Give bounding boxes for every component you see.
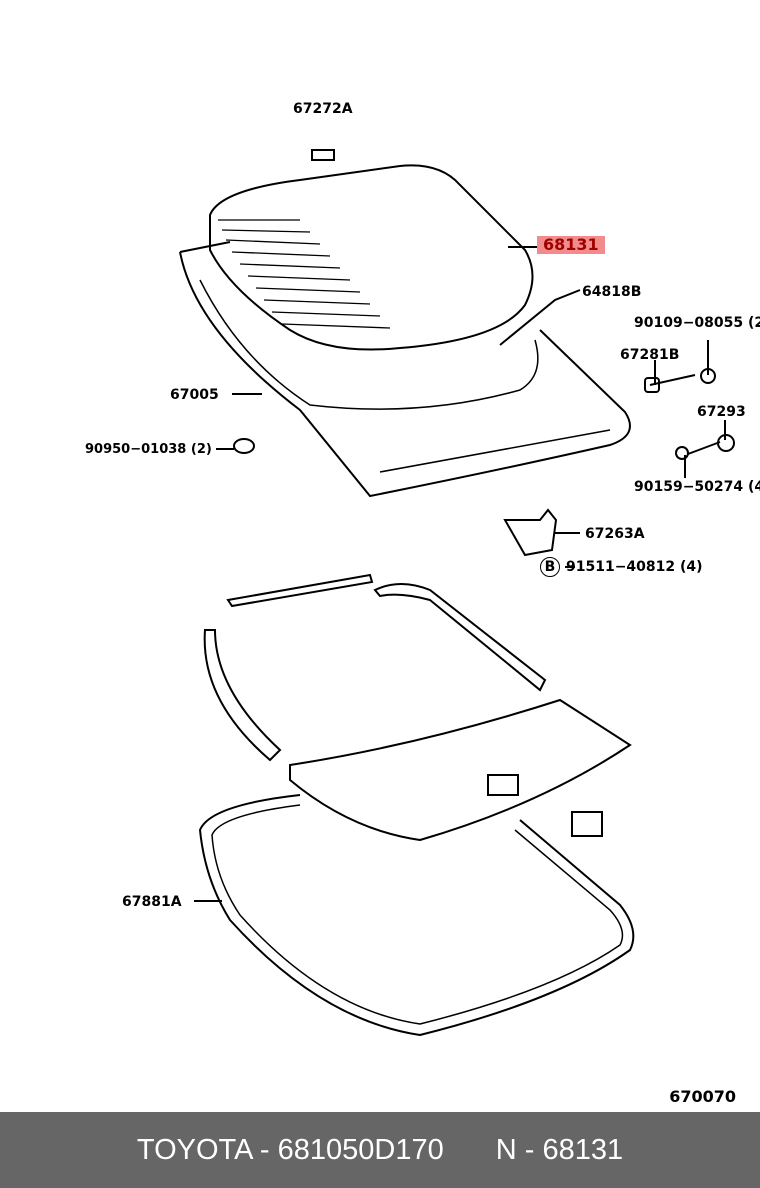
glass-defogger-lines — [218, 219, 391, 329]
label-67881a: 67881A — [122, 894, 182, 910]
diagram-code: 670070 — [669, 1087, 736, 1106]
plug-90950 — [233, 438, 255, 454]
hinge-67263a — [503, 508, 558, 557]
label-90109-08055: 90109−08055 (2) — [634, 315, 760, 331]
footer-bar: TOYOTA - 681050D170 N - 68131 — [0, 1112, 760, 1188]
label-67293: 67293 — [697, 404, 746, 420]
label-67005: 67005 — [170, 387, 219, 403]
diagram-drawing — [179, 149, 735, 1037]
label-67263a: 67263A — [585, 526, 645, 542]
back-glass-68131 — [209, 164, 534, 351]
label-90950-01038: 90950−01038 (2) — [85, 442, 212, 457]
label-67272a: 67272A — [293, 101, 353, 117]
label-67281b: 67281B — [620, 347, 680, 363]
label-68131-highlighted: 68131 — [537, 236, 605, 254]
footer-part-number: TOYOTA - 681050D170 — [136, 1133, 444, 1166]
footer-reference: N - 68131 — [495, 1133, 624, 1166]
back-door-67005 — [179, 241, 631, 498]
label-91511-text: 91511−40812 (4) — [566, 559, 703, 575]
side-trim — [203, 629, 282, 762]
label-91511-40812: B 91511−40812 (4) — [540, 557, 703, 577]
lower-trim — [289, 698, 632, 842]
weatherstrip-67881a — [198, 794, 635, 1037]
label-64818b: 64818B — [582, 284, 642, 300]
label-90159-50274: 90159−50274 (4) — [634, 479, 760, 495]
upper-trim — [226, 573, 374, 608]
clip-67272a — [311, 149, 335, 161]
circle-b-marker: B — [540, 557, 560, 577]
